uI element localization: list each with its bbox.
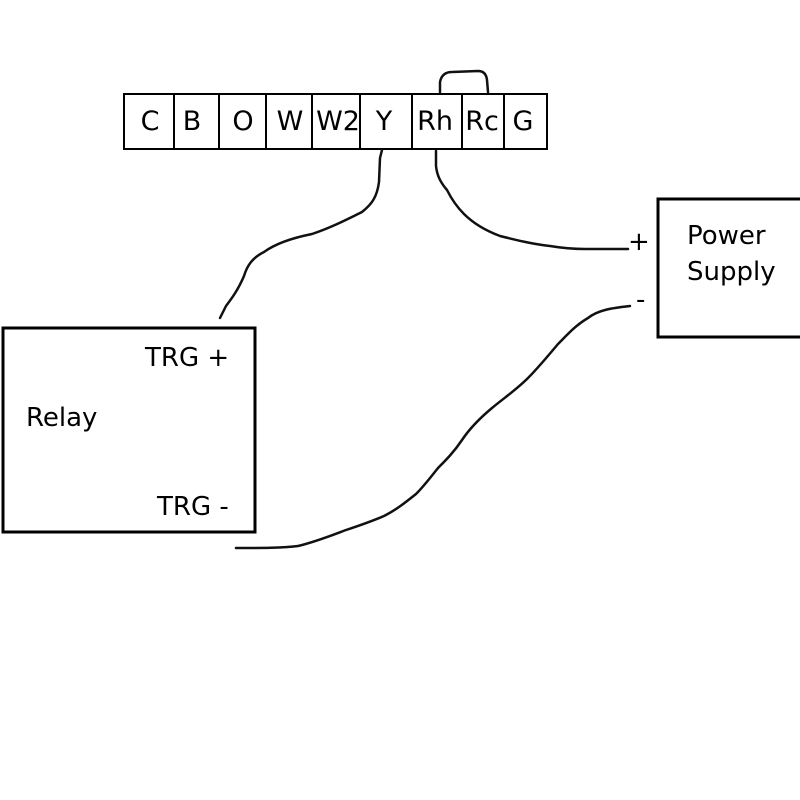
terminal-w-label: W <box>277 106 304 137</box>
power-supply-outline <box>656 197 800 339</box>
terminal-w2-label: W2 <box>316 106 360 137</box>
wire-y-to-trg-plus <box>218 148 384 320</box>
terminal-b-cell <box>173 93 220 150</box>
terminal-c-label: C <box>141 106 160 137</box>
terminal-o-cell <box>218 93 267 150</box>
terminal-rc-cell <box>461 93 505 150</box>
power-supply-minus-label: - <box>636 285 645 315</box>
terminal-block: C B O W W2 Y Rh Rc G <box>123 93 548 150</box>
relay-box: Relay TRG + TRG - <box>1 326 257 534</box>
terminal-o-label: O <box>232 106 253 137</box>
terminal-c-cell <box>123 93 175 150</box>
power-supply-title-line2: Supply <box>687 257 776 287</box>
relay-trg-minus-label: TRG - <box>156 492 229 522</box>
terminal-b-label: B <box>183 106 202 137</box>
terminal-g-label: G <box>513 106 534 137</box>
power-supply-title-line1: Power <box>687 221 766 251</box>
terminal-y-label: Y <box>375 106 393 137</box>
terminal-y-cell <box>359 93 413 150</box>
wire-rh-to-psu-plus <box>434 149 630 251</box>
terminal-rh-label: Rh <box>417 106 453 137</box>
terminal-g-cell <box>503 93 548 150</box>
power-supply-box: Power Supply + - <box>628 197 800 339</box>
relay-trg-plus-label: TRG + <box>144 343 229 373</box>
jumper-wire-rh-rc <box>438 69 490 94</box>
terminal-rc-label: Rc <box>465 106 499 137</box>
relay-outline <box>1 326 257 534</box>
terminal-rh-cell <box>411 93 463 150</box>
power-supply-plus-label: + <box>628 227 650 257</box>
wire-psu-minus-to-trg-minus <box>234 304 632 550</box>
relay-title: Relay <box>26 403 97 433</box>
terminal-w2-cell <box>311 93 361 150</box>
